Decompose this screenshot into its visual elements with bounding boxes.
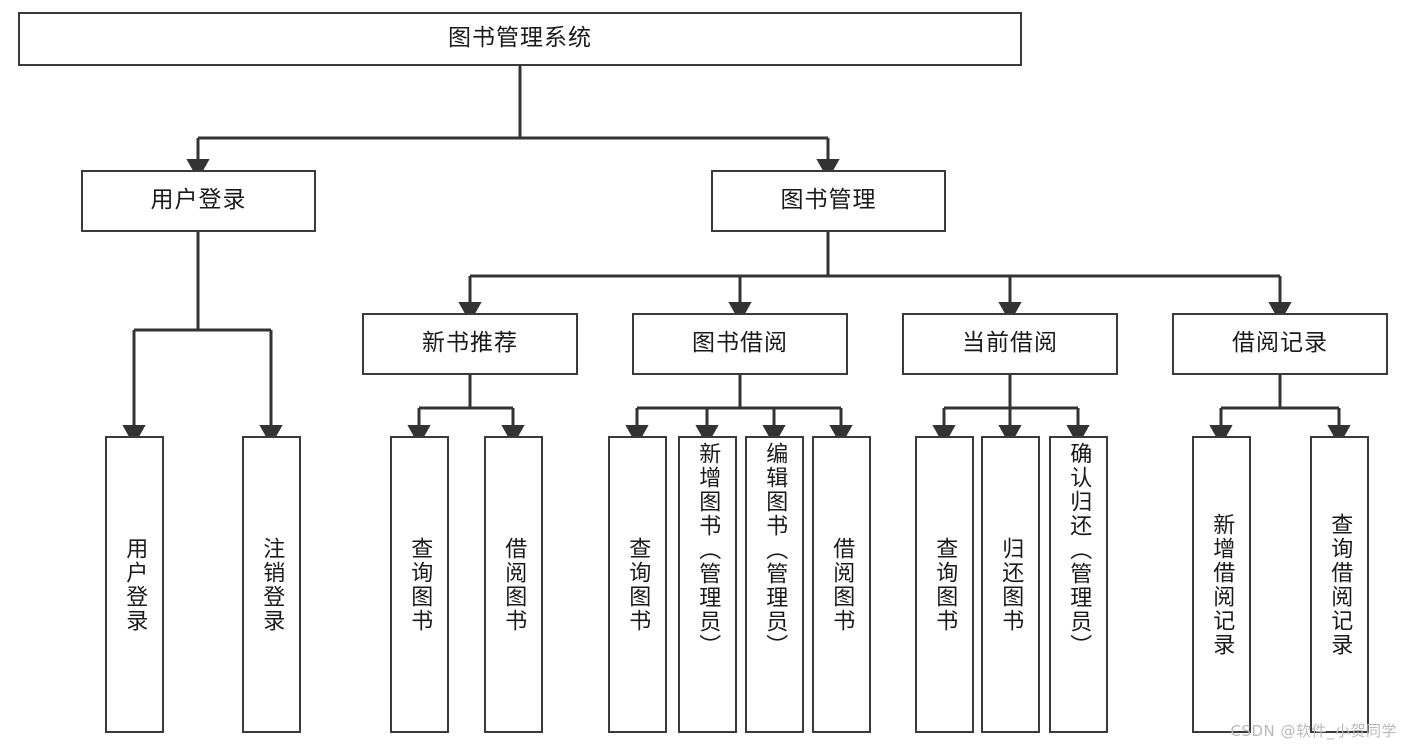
node-label: 新增图书（管理员）	[695, 442, 721, 658]
node-leaf-leaf-user-logout[interactable]: 注销登录	[242, 436, 301, 733]
node-label: 注销登录	[259, 536, 285, 633]
node-leaf-leaf-add-book[interactable]: 新增图书（管理员）	[678, 436, 737, 733]
node-new-book-rec[interactable]: 新书推荐	[362, 313, 578, 375]
node-label: 查询借阅记录	[1327, 512, 1353, 657]
node-label: 新书推荐	[422, 330, 518, 357]
node-leaf-leaf-query-book-2[interactable]: 查询图书	[608, 436, 667, 733]
node-label: 新增借阅记录	[1209, 512, 1235, 657]
node-label: 图书管理系统	[448, 25, 592, 52]
node-label: 借阅记录	[1232, 330, 1328, 357]
node-borrow-record[interactable]: 借阅记录	[1172, 313, 1388, 375]
node-label: 用户登录	[122, 536, 148, 633]
node-current-borrow[interactable]: 当前借阅	[902, 313, 1118, 375]
node-leaf-leaf-edit-book[interactable]: 编辑图书（管理员）	[745, 436, 804, 733]
node-root-root[interactable]: 图书管理系统	[18, 12, 1022, 66]
node-leaf-leaf-confirm-return[interactable]: 确认归还（管理员）	[1049, 436, 1108, 733]
node-label: 图书借阅	[692, 330, 788, 357]
node-label: 编辑图书（管理员）	[762, 442, 788, 658]
node-leaf-leaf-query-book-3[interactable]: 查询图书	[915, 436, 974, 733]
node-label: 查询图书	[407, 536, 433, 633]
node-label: 归还图书	[998, 536, 1024, 633]
node-label: 借阅图书	[501, 536, 527, 633]
node-label: 查询图书	[932, 536, 958, 633]
node-book-manage[interactable]: 图书管理	[711, 170, 946, 232]
node-leaf-leaf-query-record[interactable]: 查询借阅记录	[1310, 436, 1369, 733]
node-label: 当前借阅	[962, 330, 1058, 357]
node-leaf-leaf-borrow-book-1[interactable]: 借阅图书	[484, 436, 543, 733]
node-label: 查询图书	[625, 536, 651, 633]
node-leaf-leaf-user-login[interactable]: 用户登录	[105, 436, 164, 733]
node-label: 图书管理	[780, 187, 877, 214]
node-label: 借阅图书	[829, 536, 855, 633]
node-leaf-leaf-return-book[interactable]: 归还图书	[981, 436, 1040, 733]
node-book-borrow[interactable]: 图书借阅	[632, 313, 848, 375]
node-label: 确认归还（管理员）	[1066, 442, 1092, 658]
node-leaf-leaf-add-record[interactable]: 新增借阅记录	[1192, 436, 1251, 733]
node-user-login[interactable]: 用户登录	[81, 170, 316, 232]
node-leaf-leaf-query-book-1[interactable]: 查询图书	[390, 436, 449, 733]
node-leaf-leaf-borrow-book-2[interactable]: 借阅图书	[812, 436, 871, 733]
csdn-watermark: CSDN @软件_小贺同学	[1230, 722, 1397, 740]
node-label: 用户登录	[150, 187, 247, 214]
